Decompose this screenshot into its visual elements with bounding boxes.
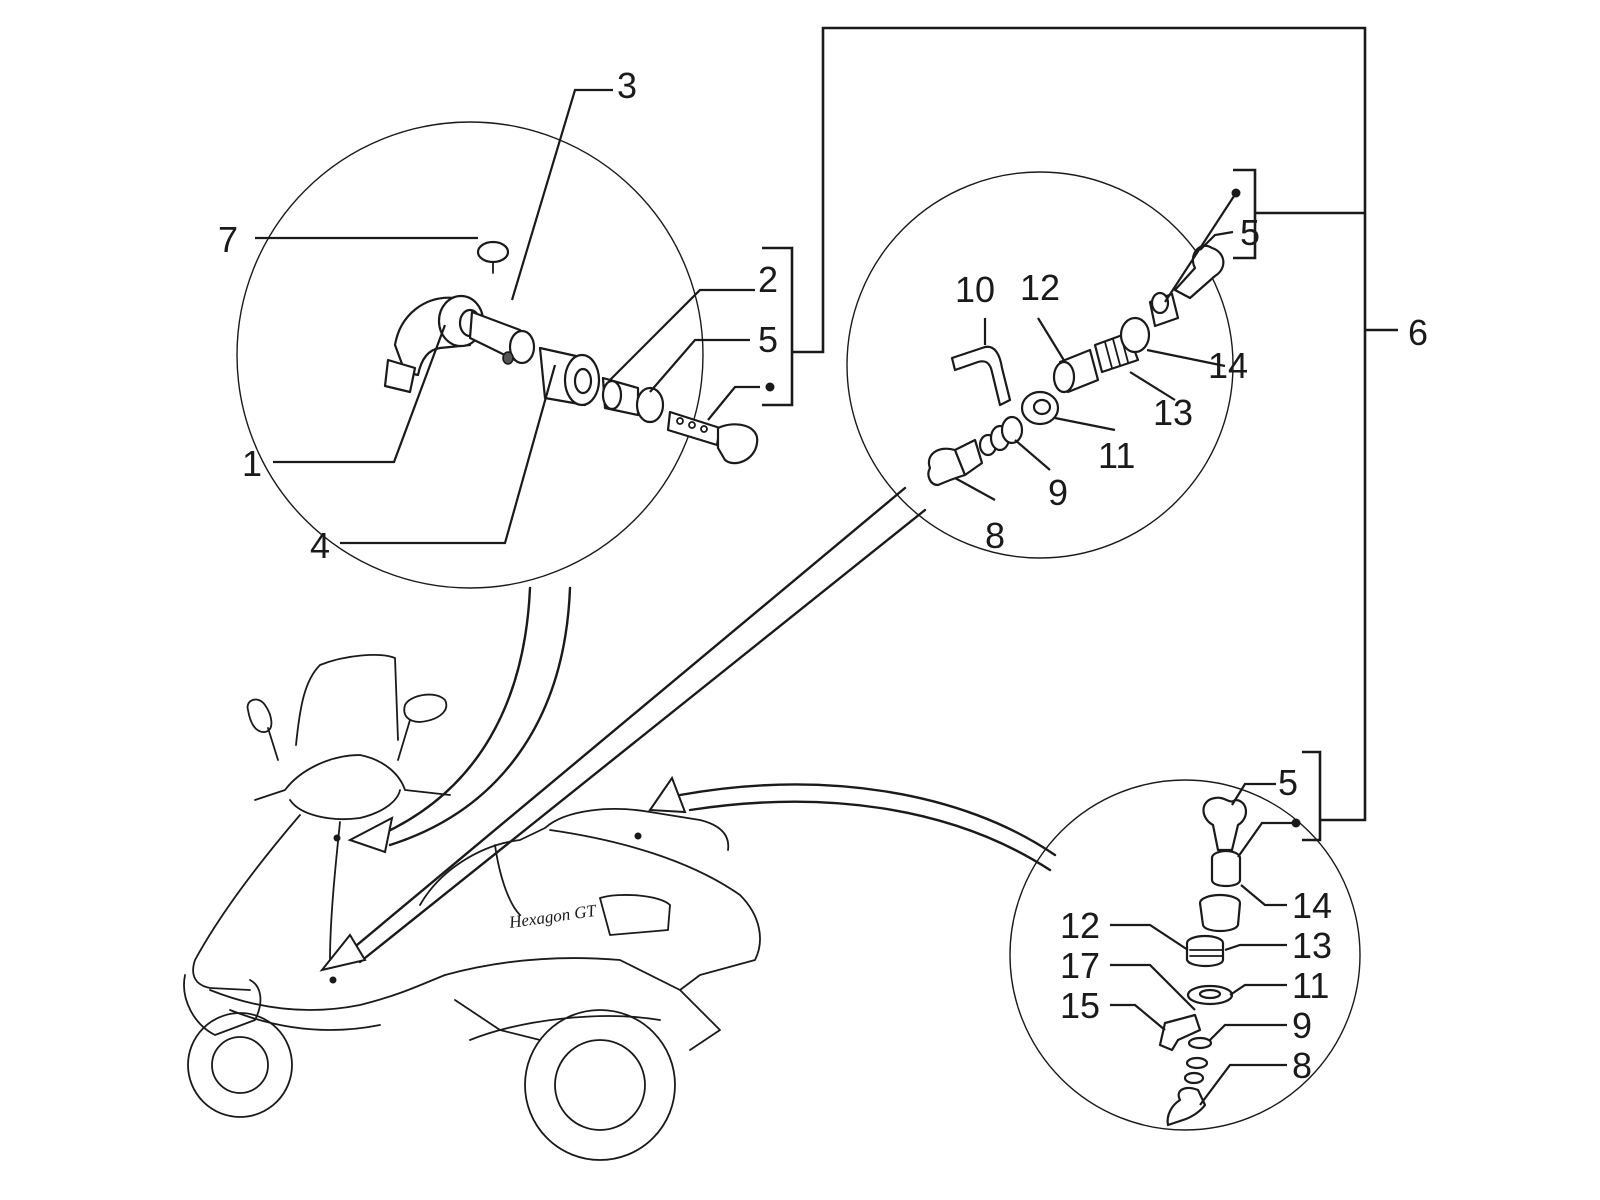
- scooter-rear-wheel: [524, 1009, 676, 1161]
- seat-leader-lines: [954, 192, 1237, 501]
- scooter-front-shield: [192, 814, 301, 991]
- arrowhead-icon: [319, 933, 367, 972]
- callout-14-tail: 14: [1292, 885, 1332, 926]
- callout-13-seat: 13: [1153, 392, 1193, 433]
- callout-5-ignition: 5: [758, 319, 778, 360]
- ignition-leader-lines: [255, 88, 760, 545]
- scooter-mirror-right: [403, 693, 448, 723]
- callout-9-seat: 9: [1048, 472, 1068, 513]
- callout-8-seat: 8: [985, 515, 1005, 556]
- part-8-hook-tail: [1166, 1086, 1207, 1127]
- callout-14-seat: 14: [1208, 345, 1248, 386]
- detail-circle-seat-lock: [846, 171, 1234, 559]
- callout-7: 7: [218, 219, 238, 260]
- detail-circle-tail-lock: [1009, 779, 1361, 1131]
- callout-10: 10: [955, 269, 995, 310]
- pointer-arrow-tail: [648, 775, 1057, 872]
- tail-lock-parts: [1158, 796, 1247, 1127]
- callout-13-tail: 13: [1292, 925, 1332, 966]
- part-7-cap: [476, 240, 510, 264]
- scooter-side-lettering: Hexagon GT: [507, 901, 599, 932]
- callout-2: 2: [758, 259, 778, 300]
- part-15-lever: [1158, 1013, 1202, 1052]
- callout-17: 17: [1060, 945, 1100, 986]
- callout-4: 4: [310, 525, 330, 566]
- pointer-arrow-ignition: [347, 586, 572, 854]
- callout-5-tail: 5: [1278, 762, 1298, 803]
- part-14-cylinder: [1119, 316, 1151, 354]
- arrowhead-icon: [648, 775, 687, 814]
- part-10-lever: [950, 345, 1012, 407]
- scooter-mirror-left: [246, 698, 273, 733]
- part-14-cylinder-tail: [1210, 858, 1242, 888]
- scooter-front-fender: [183, 974, 262, 1036]
- callout-15: 15: [1060, 985, 1100, 1026]
- part-5-key-seat: [1173, 244, 1225, 300]
- part-9-washer-tail: [1187, 1036, 1213, 1050]
- group-bracket-set: [762, 26, 1398, 842]
- part-5-key-tail: [1202, 796, 1247, 852]
- scooter-windshield: [295, 654, 399, 746]
- callout-8-tail: 8: [1292, 1045, 1312, 1086]
- tail-leader-lines: [1110, 782, 1296, 1106]
- part-8-hook: [927, 447, 967, 487]
- callout-6: 6: [1408, 312, 1428, 353]
- callout-11-seat: 11: [1098, 435, 1135, 476]
- set-marker-dot-1: [765, 382, 775, 392]
- pointer-arrow-seat: [319, 486, 927, 972]
- scooter-lock-spot-tail: [634, 832, 642, 840]
- arrowhead-icon: [347, 816, 394, 854]
- callout-3: 3: [617, 65, 637, 106]
- callout-11-tail: 11: [1292, 965, 1329, 1006]
- callout-1: 1: [242, 443, 262, 484]
- scooter-front-wheel: [187, 1012, 293, 1118]
- scooter-lock-spot-seat: [329, 976, 337, 984]
- scooter-rear-body: [549, 829, 761, 1051]
- callout-9-tail: 9: [1292, 1005, 1312, 1046]
- scooter-lock-spot-ignition: [333, 834, 341, 842]
- scooter-illustration: Hexagon GT: [183, 654, 761, 1161]
- scooter-seat: [419, 808, 730, 906]
- ignition-lock-parts: [383, 240, 759, 465]
- seat-lock-parts: [927, 244, 1225, 487]
- detail-circle-ignition-lock: [236, 121, 704, 589]
- callout-12-seat: 12: [1020, 267, 1060, 308]
- callout-5-seat: 5: [1240, 212, 1260, 253]
- callout-12-tail: 12: [1060, 905, 1100, 946]
- part-5-ring: [635, 386, 665, 424]
